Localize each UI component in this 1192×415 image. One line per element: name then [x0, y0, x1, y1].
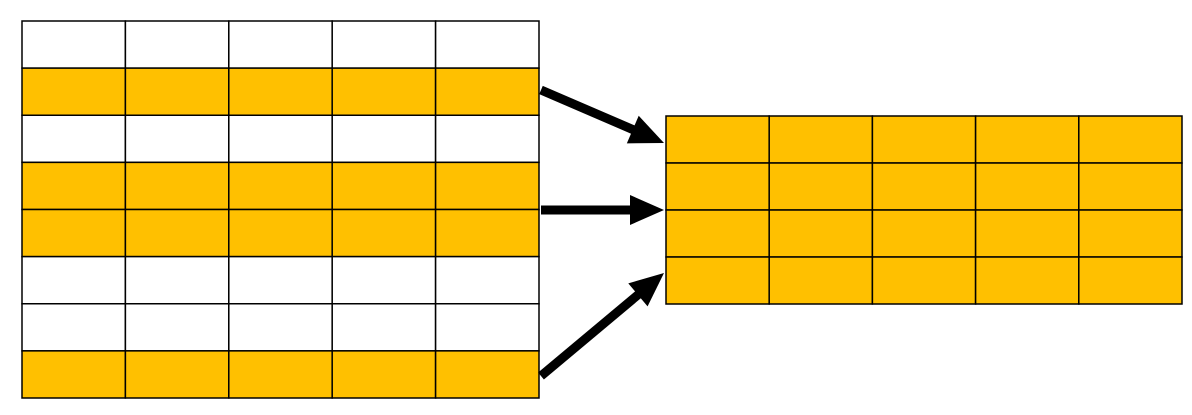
source-cell	[124, 114, 230, 164]
result-row	[665, 209, 1183, 258]
source-cell	[124, 20, 230, 69]
source-cell	[21, 20, 127, 69]
source-cell	[434, 20, 540, 69]
source-cell-selected	[21, 208, 127, 258]
result-row	[665, 162, 1183, 211]
result-cell	[871, 115, 977, 164]
source-cell-selected	[331, 208, 437, 258]
arrow-shaft	[538, 290, 643, 380]
mapping-arrow	[539, 85, 664, 144]
source-cell	[21, 114, 127, 164]
result-cell	[871, 162, 977, 211]
result-cell	[665, 162, 770, 211]
source-cell	[228, 303, 333, 352]
source-cell	[228, 255, 333, 305]
source-cell-selected	[21, 350, 127, 399]
result-cell	[871, 209, 977, 258]
source-row	[21, 255, 540, 305]
source-table	[21, 20, 540, 399]
source-cell-selected	[124, 350, 230, 399]
source-cell	[228, 114, 333, 164]
result-cell	[974, 256, 1080, 305]
source-cell-selected	[124, 67, 230, 116]
arrow-head	[628, 273, 664, 307]
result-row	[665, 115, 1183, 164]
result-table	[665, 115, 1183, 305]
result-cell	[1078, 256, 1183, 305]
source-cell-selected	[331, 161, 437, 211]
source-row	[21, 67, 540, 116]
source-cell-selected	[331, 350, 437, 399]
source-cell	[434, 255, 540, 305]
source-cell-selected	[21, 161, 127, 211]
source-cell	[331, 303, 437, 352]
source-cell-selected	[124, 161, 230, 211]
source-cell-selected	[124, 208, 230, 258]
result-cell	[1078, 115, 1183, 164]
source-cell-selected	[228, 208, 333, 258]
source-cell-selected	[21, 67, 127, 116]
arrow-shaft	[539, 85, 637, 135]
source-row	[21, 350, 540, 399]
source-row	[21, 20, 540, 69]
result-cell	[1078, 162, 1183, 211]
source-cell-selected	[434, 350, 540, 399]
source-cell	[228, 20, 333, 69]
source-cell	[124, 255, 230, 305]
source-cell-selected	[434, 161, 540, 211]
result-cell	[871, 256, 977, 305]
source-cell-selected	[228, 350, 333, 399]
result-cell	[768, 115, 874, 164]
mapping-arrow	[541, 195, 664, 225]
source-cell	[21, 255, 127, 305]
source-cell	[331, 255, 437, 305]
source-cell	[331, 114, 437, 164]
result-cell	[768, 162, 874, 211]
source-cell	[331, 20, 437, 69]
source-cell-selected	[434, 208, 540, 258]
result-row	[665, 256, 1183, 305]
source-cell	[434, 303, 540, 352]
source-cell	[21, 303, 127, 352]
result-cell	[974, 162, 1080, 211]
arrow-head	[630, 195, 664, 225]
result-cell	[1078, 209, 1183, 258]
source-cell-selected	[228, 67, 333, 116]
source-cell-selected	[434, 67, 540, 116]
result-cell	[768, 209, 874, 258]
source-cell	[434, 114, 540, 164]
source-row	[21, 303, 540, 352]
arrows	[538, 85, 664, 380]
source-row	[21, 208, 540, 258]
result-cell	[768, 256, 874, 305]
source-cell-selected	[331, 67, 437, 116]
result-cell	[665, 115, 770, 164]
result-cell	[974, 115, 1080, 164]
mapping-arrow	[538, 273, 664, 380]
source-cell-selected	[228, 161, 333, 211]
source-row	[21, 161, 540, 211]
source-row	[21, 114, 540, 164]
result-cell	[974, 209, 1080, 258]
result-cell	[665, 256, 770, 305]
result-cell	[665, 209, 770, 258]
arrow-head	[626, 115, 664, 144]
source-cell	[124, 303, 230, 352]
